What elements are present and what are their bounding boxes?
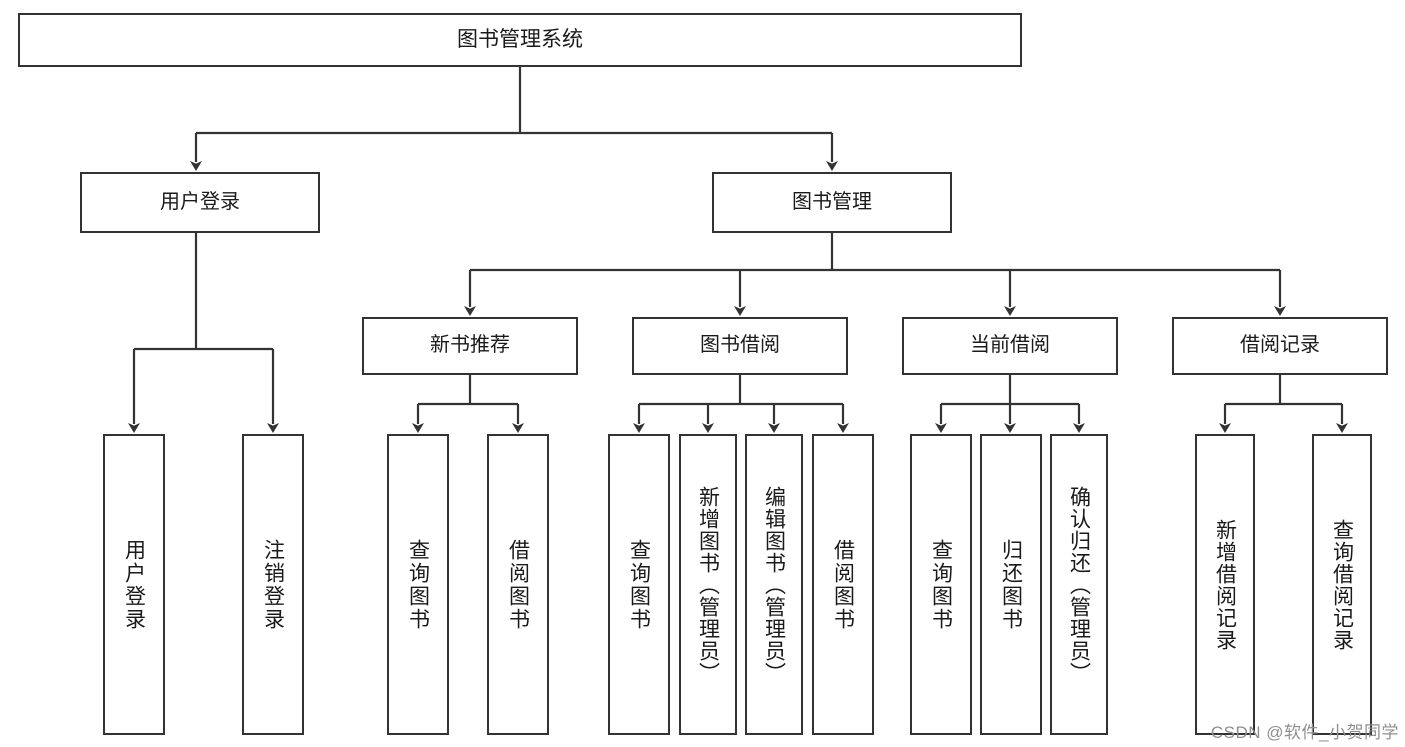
leaf-label: 新增图书（管理员） — [696, 485, 720, 684]
node-new-book-recommend[interactable]: 新书推荐 — [362, 317, 578, 375]
leaf-new-book-borrow[interactable]: 借阅图书 — [487, 434, 549, 735]
leaf-label: 注销登录 — [261, 538, 285, 631]
leaf-label: 借阅图书 — [831, 538, 855, 631]
leaf-label: 查询图书 — [929, 538, 953, 631]
node-root-system[interactable]: 图书管理系统 — [18, 13, 1022, 67]
leaf-label: 查询图书 — [406, 538, 430, 631]
leaf-book-borrow-borrow[interactable]: 借阅图书 — [812, 434, 874, 735]
leaf-current-borrow-query[interactable]: 查询图书 — [910, 434, 972, 735]
leaf-borrow-record-add[interactable]: 新增借阅记录 — [1195, 434, 1255, 735]
leaf-book-borrow-query[interactable]: 查询图书 — [608, 434, 670, 735]
leaf-label: 编辑图书（管理员） — [762, 485, 786, 684]
leaf-label: 借阅图书 — [506, 538, 530, 631]
leaf-label: 用户登录 — [122, 538, 146, 631]
leaf-book-borrow-add-admin[interactable]: 新增图书（管理员） — [679, 434, 737, 735]
csdn-watermark: CSDN @软件_小贺同学 — [1210, 723, 1399, 742]
leaf-current-borrow-confirm-admin[interactable]: 确认归还（管理员） — [1050, 434, 1108, 735]
node-current-borrow[interactable]: 当前借阅 — [902, 317, 1118, 375]
leaf-user-login-login[interactable]: 用户登录 — [103, 434, 165, 735]
node-book-management[interactable]: 图书管理 — [712, 172, 952, 233]
leaf-user-login-logout[interactable]: 注销登录 — [242, 434, 304, 735]
node-user-login[interactable]: 用户登录 — [80, 172, 320, 233]
leaf-label: 查询借阅记录 — [1330, 518, 1354, 651]
leaf-label: 确认归还（管理员） — [1067, 485, 1091, 684]
leaf-book-borrow-edit-admin[interactable]: 编辑图书（管理员） — [745, 434, 803, 735]
node-borrow-record[interactable]: 借阅记录 — [1172, 317, 1388, 375]
leaf-borrow-record-query[interactable]: 查询借阅记录 — [1312, 434, 1372, 735]
leaf-new-book-query[interactable]: 查询图书 — [387, 434, 449, 735]
leaf-label: 新增借阅记录 — [1213, 518, 1237, 651]
node-book-borrow[interactable]: 图书借阅 — [632, 317, 848, 375]
leaf-label: 查询图书 — [627, 538, 651, 631]
leaf-current-borrow-return[interactable]: 归还图书 — [980, 434, 1042, 735]
leaf-label: 归还图书 — [999, 538, 1023, 631]
